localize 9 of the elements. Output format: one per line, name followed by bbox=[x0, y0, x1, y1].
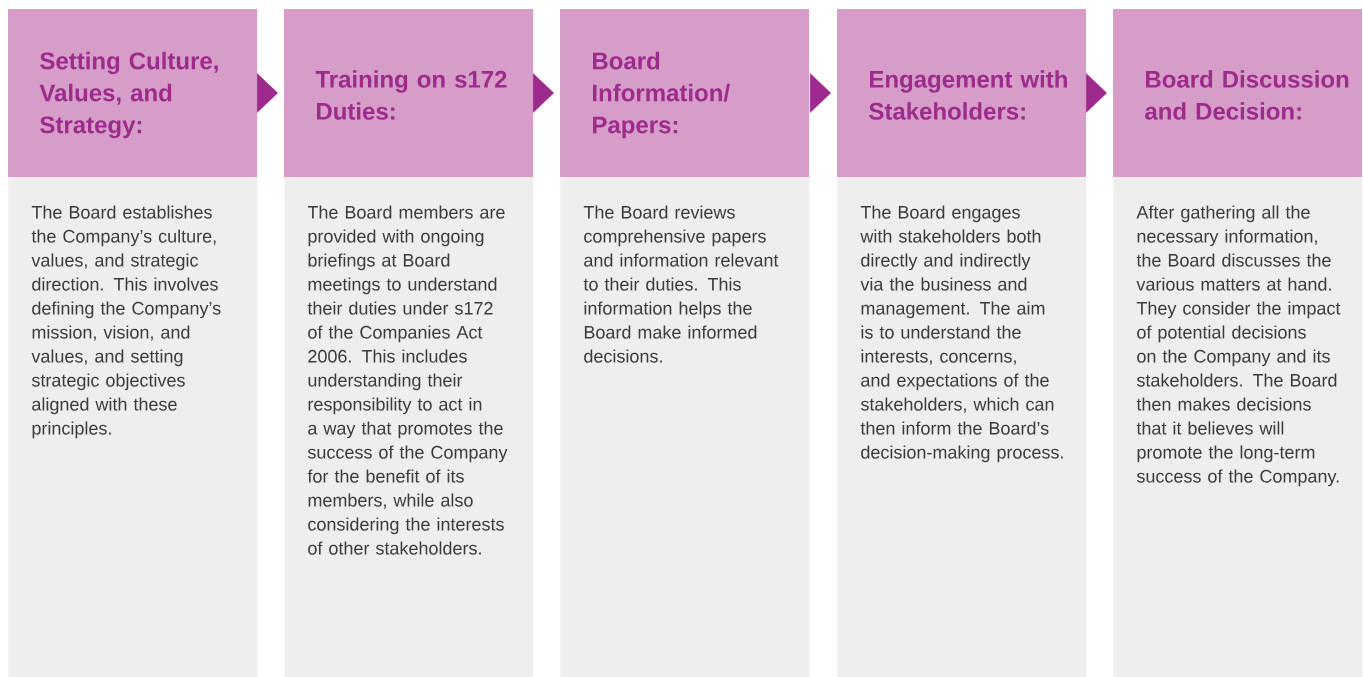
step-column: Engagement with Stakeholders: The Board engages with stakeholders both directly and indirectly via the business and management. The aim is to understand the interests, concerns, and expectations of the stakeholders, which can then inform the Board’s decision-making process. bbox=[837, 9, 1087, 677]
chevron-arrow bbox=[1085, 73, 1107, 113]
chevron-arrow bbox=[256, 73, 278, 113]
chevron-arrow bbox=[809, 73, 831, 113]
step-column: Training on s172 Duties: The Board members are provided with ongoing briefings at Board meetings to understand their duties under s172 of the Companies Act 2006. This includes understanding their responsibility to act in a way that promotes the success of the Company for the benefit of its members, while also considering the interests of other stakeholders. bbox=[284, 9, 534, 677]
chevron-arrow bbox=[532, 73, 554, 113]
step-column: Board Information/ Papers: The Board reviews comprehensive papers and information relevant to their duties. This information helps the Board make informed decisions. bbox=[560, 9, 810, 677]
step-column: Board Discussion and Decision: After gathering all the necessary information, the Board discusses the various matters at hand. They consider the impact of potential decisions on the Company and its stakeholders. The Board then makes decisions that it believes will promote the long-term success of the Company. bbox=[1113, 9, 1363, 677]
step-column: Setting Culture, Values, and Strategy: The Board establishes the Company’s culture, values, and strategic direction. This involves defining the Company’s mission, vision, and values, and setting strategic objectives aligned with these principles. bbox=[8, 9, 258, 677]
